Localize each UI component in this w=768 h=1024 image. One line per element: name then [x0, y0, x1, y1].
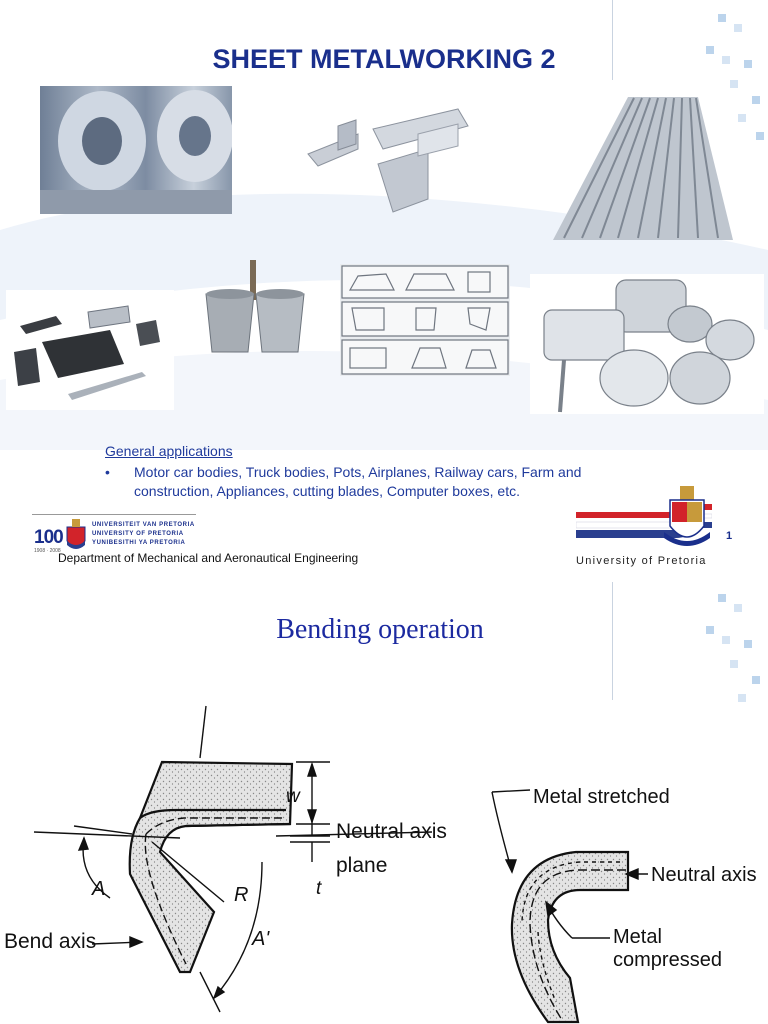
slide-title-2: Bending operation	[276, 614, 484, 645]
university-name-label: University of Pretoria	[576, 555, 707, 567]
divider-line-2	[612, 582, 613, 700]
slide-1: SHEET METALWORKING 2	[0, 0, 768, 567]
label-plane: plane	[336, 854, 388, 877]
label-w: w	[286, 786, 300, 807]
label-a: A	[92, 878, 106, 900]
label-metal-stretched: Metal stretched	[533, 786, 670, 808]
centenary-number: 100	[34, 527, 64, 548]
bullet-marker: •	[105, 464, 110, 480]
logo-line-1: UNIVERSITEIT VAN PRETORIA	[92, 522, 195, 528]
label-neutral-axis: Neutral axis	[336, 820, 447, 843]
corrugated-sheet-photo	[548, 92, 738, 242]
applications-list: • Motor car bodies, Truck bodies, Pots, …	[105, 463, 645, 501]
university-flag-logo	[576, 486, 712, 546]
cookware-photo	[530, 274, 764, 414]
centenary-logo: 100 1908 · 2008 UNIVERSITEIT VAN PRETORI…	[32, 514, 196, 555]
label-neutral-axis-right: Neutral axis	[651, 864, 757, 886]
buckets-photo	[200, 256, 310, 356]
slide-2: Bending operation	[0, 582, 768, 1024]
steel-coils-photo	[40, 86, 232, 214]
slide-title: SHEET METALWORKING 2	[212, 44, 556, 74]
logo-line-2: UNIVERSITY OF PRETORIA	[92, 531, 184, 537]
decorative-squares	[706, 14, 764, 140]
page-number: 1	[726, 530, 733, 542]
divider-line	[612, 0, 613, 80]
office-trays-photo	[6, 290, 174, 410]
applications-text: Motor car bodies, Truck bodies, Pots, Ai…	[134, 464, 582, 499]
logo-line-3: YUNIBESITHI YA PRETORIA	[92, 540, 186, 546]
centenary-years: 1908 · 2008	[34, 548, 61, 554]
label-r: R	[234, 884, 249, 906]
label-metal-compressed: Metal compressed	[613, 926, 722, 971]
department-footer: Department of Mechanical and Aeronautica…	[58, 551, 359, 565]
label-bend-axis: Bend axis	[4, 930, 97, 953]
label-a-prime: A'	[252, 928, 270, 950]
coat-of-arms-icon	[664, 486, 710, 546]
bending-diagram	[33, 705, 648, 1024]
label-t: t	[316, 878, 322, 899]
brackets-photo	[298, 104, 478, 214]
car-body-parts-photo	[340, 264, 510, 376]
decorative-squares-2	[706, 594, 760, 702]
crest-icon	[66, 519, 86, 549]
applications-heading: General applications	[105, 443, 233, 459]
